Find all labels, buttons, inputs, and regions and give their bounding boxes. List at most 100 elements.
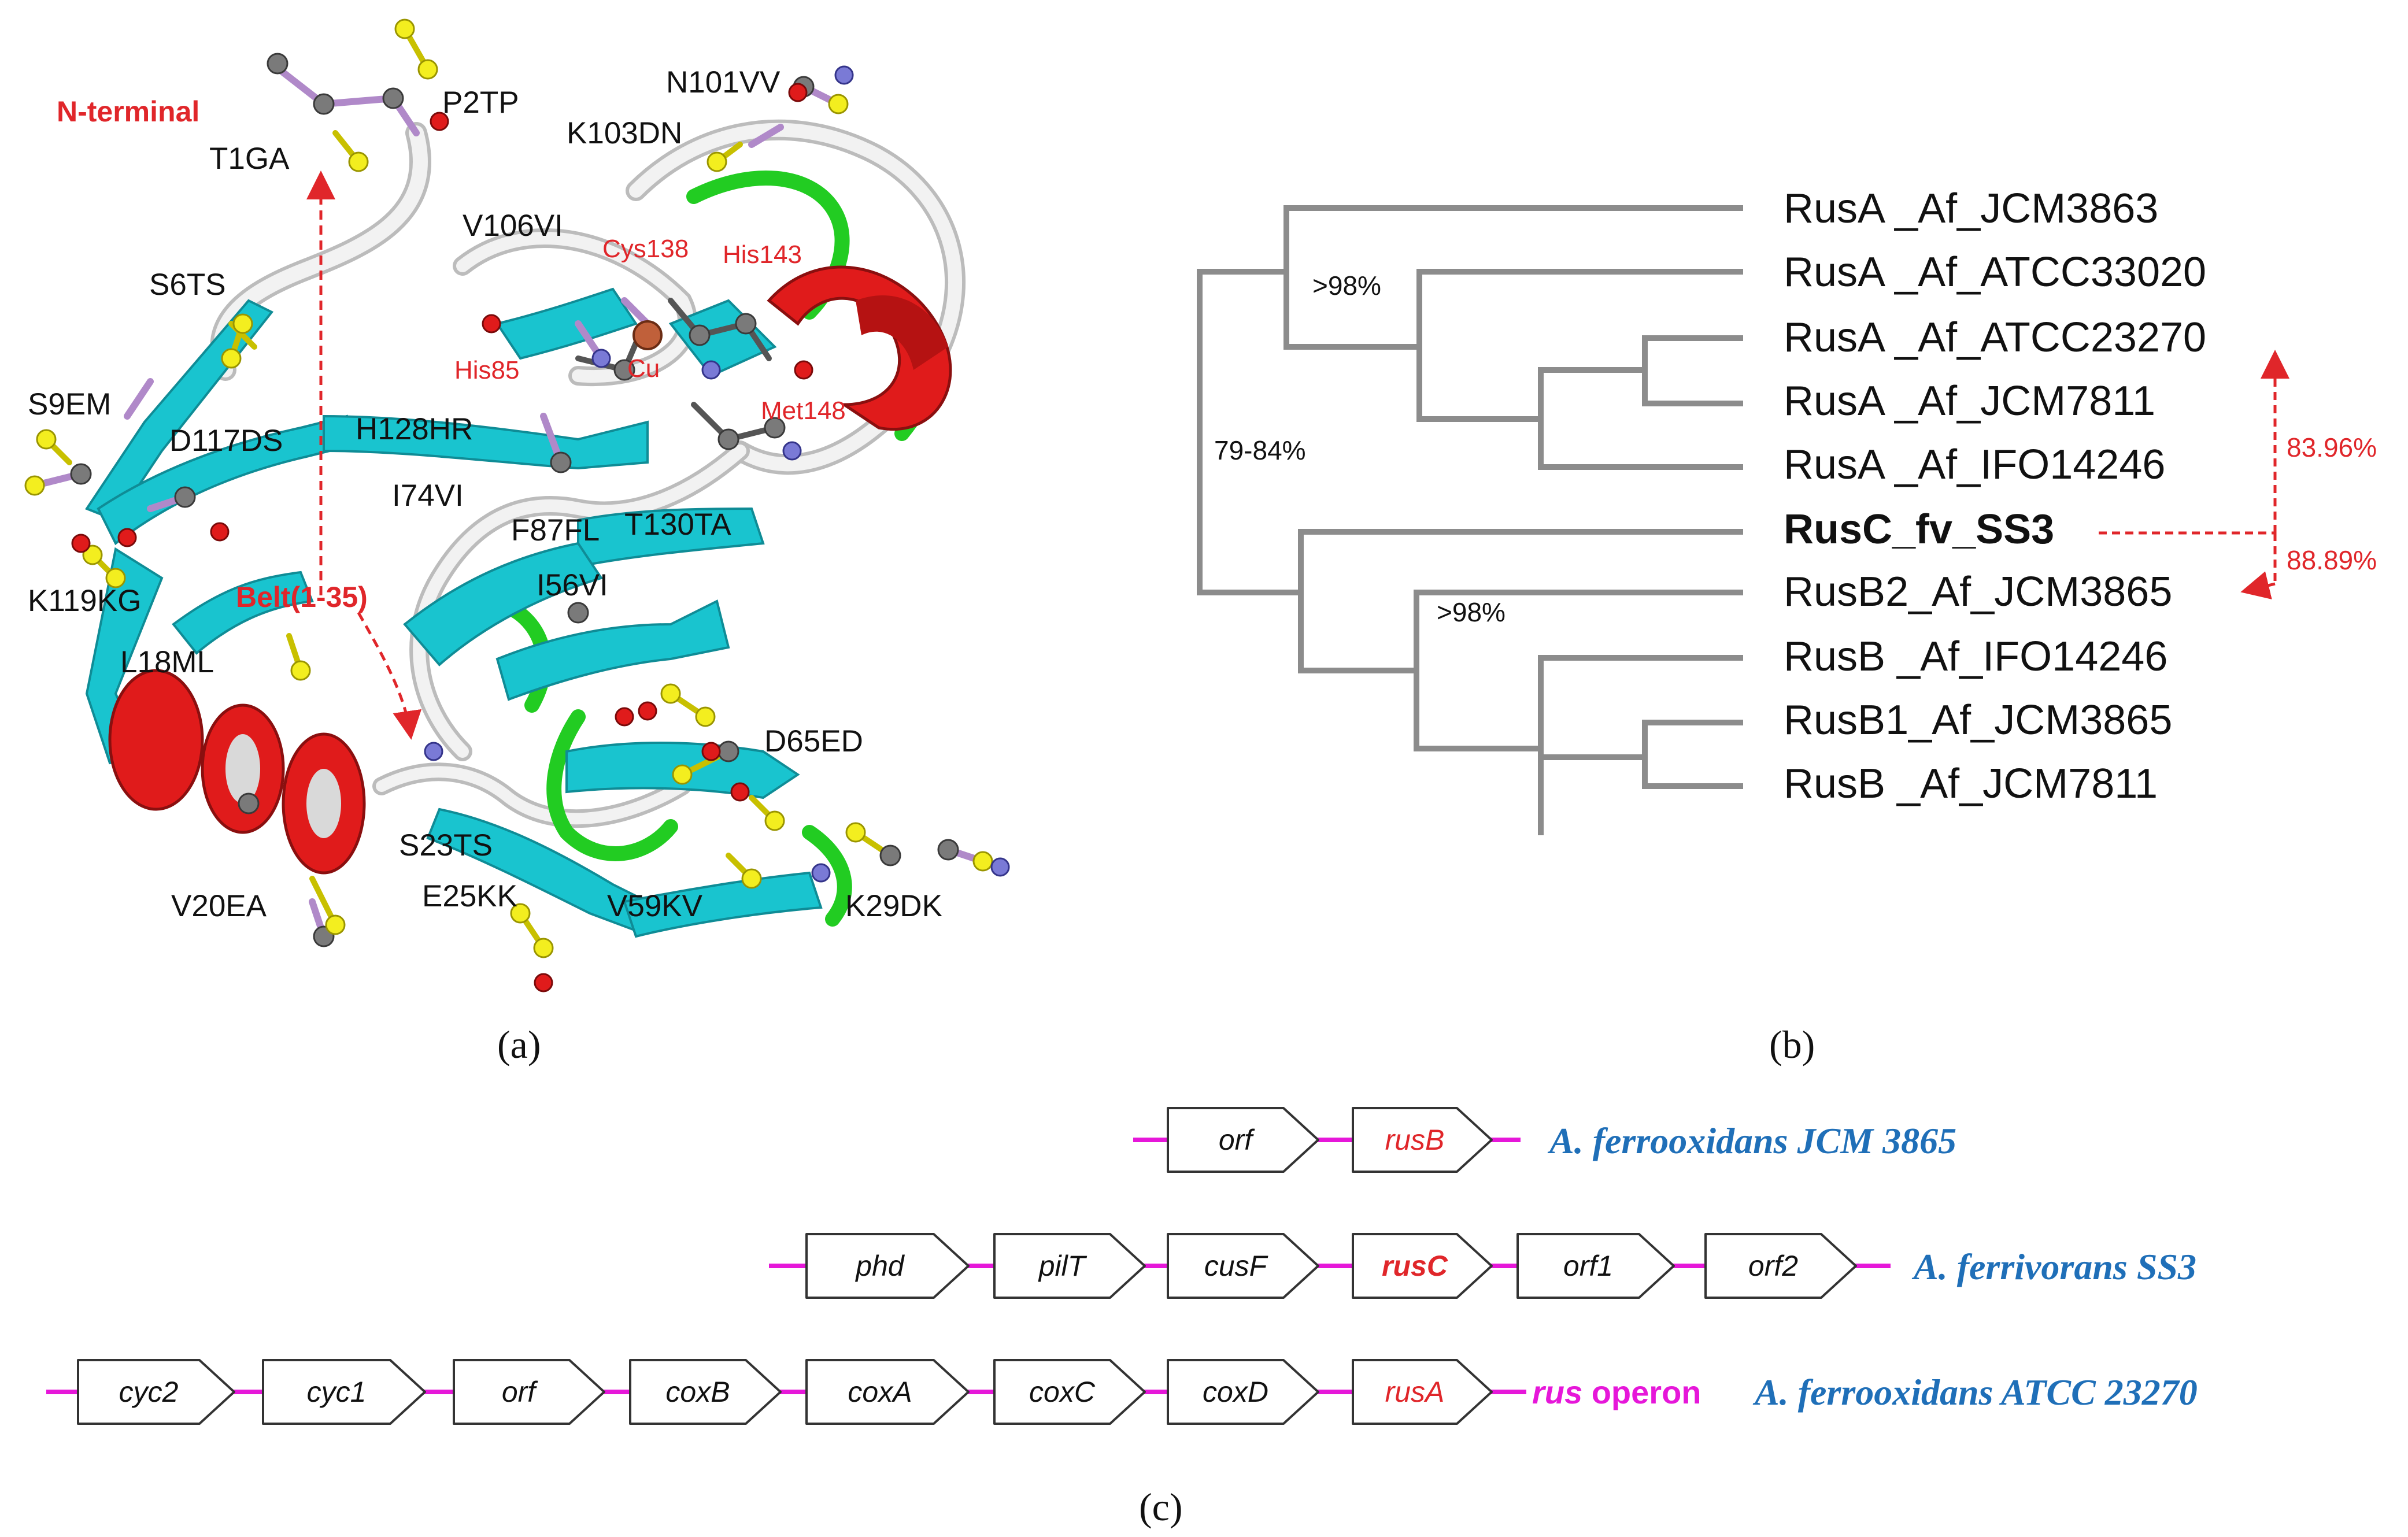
gene-arrow: phd — [805, 1233, 970, 1299]
atom — [36, 429, 57, 450]
panel-a-caption: (a) — [497, 1023, 541, 1066]
atoms-sulfur — [24, 18, 993, 958]
loop-ribbon — [629, 123, 963, 472]
copper-atom — [632, 320, 663, 350]
atom — [394, 18, 415, 39]
site-label: His85 — [454, 356, 520, 384]
residue-label: H128HR — [356, 412, 473, 446]
atom — [689, 324, 711, 346]
atom — [71, 534, 91, 553]
atom — [482, 314, 501, 334]
atom — [313, 93, 335, 115]
beta-strand — [577, 507, 765, 568]
atom — [534, 973, 553, 992]
atom — [735, 313, 757, 335]
panel-c-caption: (c) — [1139, 1485, 1182, 1529]
residue-labels: P2TP T1GA N101VV K103DN V106VI S6TS S9EM… — [28, 65, 942, 923]
atom — [267, 53, 288, 75]
atom — [717, 428, 739, 450]
atom — [615, 707, 634, 727]
residue-label: D117DS — [169, 424, 283, 458]
atoms-nitrogen — [424, 65, 1010, 883]
atom — [638, 701, 657, 721]
residue-label: P2TP — [442, 86, 519, 120]
gene-arrow: orf — [1167, 1107, 1319, 1173]
gene-arrow: pilT — [993, 1233, 1146, 1299]
atom — [417, 59, 438, 80]
atom — [672, 764, 693, 785]
atom — [788, 83, 808, 102]
atom — [210, 522, 230, 542]
beta-sheets — [84, 287, 823, 938]
residue-label: V59KV — [607, 889, 703, 923]
loop-ribbon — [376, 766, 688, 825]
atom — [348, 151, 369, 172]
residue-label: F87FL — [511, 513, 600, 547]
atom — [117, 528, 137, 547]
atom — [382, 87, 404, 109]
n-terminal-label: N-terminal — [57, 95, 199, 128]
gene-arrow: coxB — [629, 1359, 782, 1425]
atom — [567, 602, 589, 624]
gene-label: cusF — [1204, 1250, 1268, 1282]
atom — [105, 568, 126, 588]
atom — [24, 475, 45, 496]
species-label: A. ferrivorans SS3 — [1911, 1246, 2196, 1287]
residue-label: S6TS — [149, 268, 226, 302]
helix-lower-left — [108, 669, 366, 875]
site-label: Cu — [627, 354, 660, 383]
gene-cluster-panel: orf rusB A. ferrooxidans JCM 3865 phd pi… — [46, 1107, 2198, 1529]
atom — [510, 903, 531, 924]
residue-label: K119KG — [28, 584, 141, 618]
tree-leaf: RusB _Af_IFO14246 — [1784, 634, 2167, 680]
gene-label: orf2 — [1748, 1250, 1798, 1282]
gene-label: coxA — [848, 1376, 912, 1408]
atom — [533, 938, 554, 958]
residue-label: I74VI — [392, 479, 464, 513]
tree-leaf: RusA _Af_IFO14246 — [1784, 442, 2165, 488]
belt-arrow — [357, 612, 422, 740]
belt-label: Belt(1-35) — [236, 581, 368, 613]
gene-arrow: cusF — [1167, 1233, 1319, 1299]
tree-leaf: RusB _Af_JCM7811 — [1784, 761, 2158, 807]
residue-label: S9EM — [28, 387, 111, 421]
atom — [325, 914, 346, 935]
beta-strand — [668, 299, 777, 377]
atom — [174, 486, 196, 508]
bond — [124, 378, 154, 420]
helix-upper-right — [767, 265, 952, 431]
loop-ribbon — [413, 445, 746, 758]
species-label: A. ferrooxidans ATCC 23270 — [1752, 1372, 2198, 1413]
atom — [717, 740, 739, 762]
atom — [430, 112, 449, 131]
atom — [701, 360, 721, 380]
atom — [845, 822, 866, 843]
atom — [707, 151, 727, 172]
bond — [621, 297, 651, 327]
gene-arrow: cyc2 — [77, 1359, 235, 1425]
turn-segment — [802, 825, 852, 927]
beta-strand — [495, 599, 730, 701]
gene-label: orf1 — [1563, 1250, 1613, 1282]
bootstrap-value: 79-84% — [1214, 435, 1306, 465]
tree-leaf: RusB2_Af_JCM3865 — [1784, 569, 2172, 615]
atom — [794, 360, 813, 380]
operon-word: operon — [1582, 1374, 1701, 1410]
operon-label: rus operon — [1532, 1374, 1701, 1410]
gene-arrow: orf — [453, 1359, 605, 1425]
atom — [937, 839, 959, 861]
tree-leaf-labels: RusA _Af_JCM3863 RusA _Af_ATCC33020 RusA… — [1784, 186, 2206, 807]
tree-leaf: RusB1_Af_JCM3865 — [1784, 697, 2172, 743]
gene-arrow: orf2 — [1704, 1233, 1857, 1299]
atom — [764, 810, 785, 831]
atom — [741, 868, 762, 889]
residue-label: T130TA — [624, 508, 731, 542]
turn-segment — [546, 709, 678, 861]
atom — [990, 857, 1010, 877]
atom — [290, 660, 311, 681]
helix-core — [306, 769, 341, 838]
site-label: Cys138 — [602, 235, 689, 263]
residue-label: E25KK — [422, 879, 517, 913]
gene-arrow: coxD — [1167, 1359, 1319, 1425]
beta-strand — [495, 287, 638, 360]
